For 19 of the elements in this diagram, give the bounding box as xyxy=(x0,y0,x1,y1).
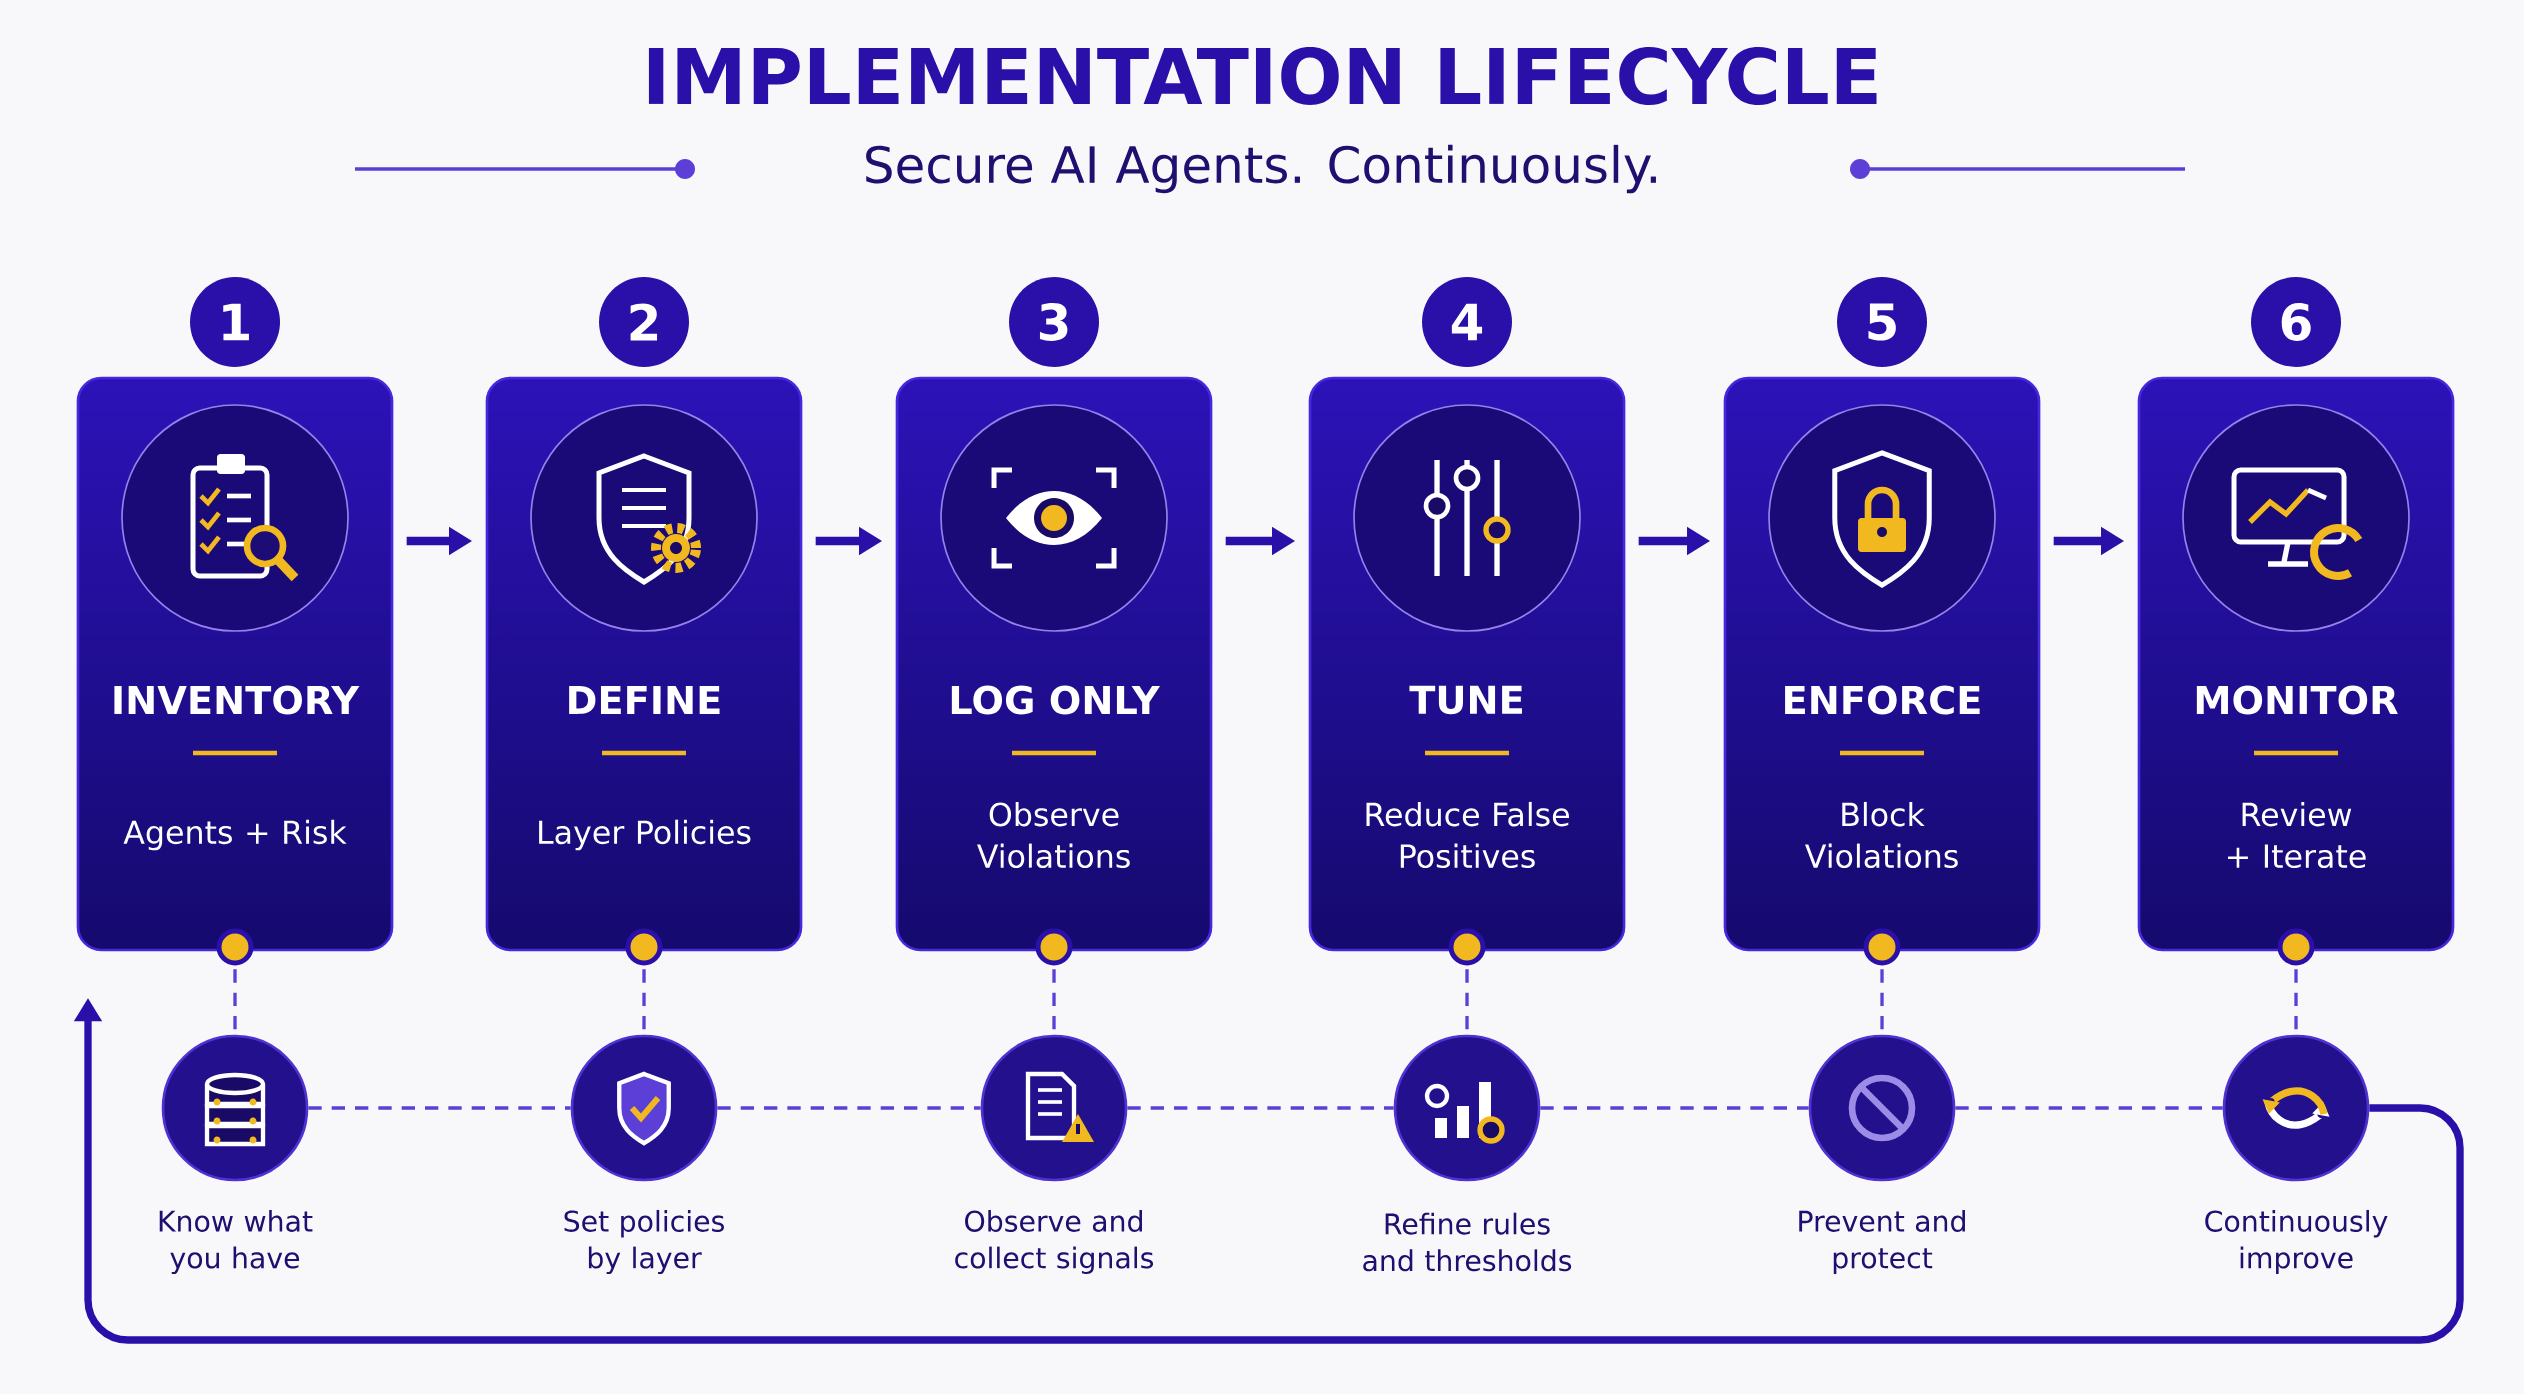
caption-text: Continuously improve xyxy=(2205,1209,2388,1275)
caption-text: Observe and collect signals xyxy=(955,1209,1154,1275)
caption-text: Know what you have xyxy=(159,1209,313,1275)
step-number: 5 xyxy=(1837,277,1927,367)
step-number: 4 xyxy=(1422,277,1512,367)
dashed-connector xyxy=(1955,1106,2223,1110)
step-number: 1 xyxy=(190,277,280,367)
step-number: 6 xyxy=(2251,277,2341,367)
dashed-connector xyxy=(1540,1106,1809,1110)
step-number: 2 xyxy=(599,277,689,367)
dashed-connector xyxy=(1127,1106,1394,1110)
caption-text: Refine rules and thresholds xyxy=(1363,1212,1572,1272)
step-number: 3 xyxy=(1009,277,1099,367)
dashed-connector xyxy=(308,1106,571,1110)
title: IMPLEMENTATION LIFECYCLE xyxy=(648,46,1877,105)
caption-text: Prevent and protect xyxy=(1799,1209,1965,1275)
caption-text: Set policies by layer xyxy=(564,1209,724,1275)
dashed-connector xyxy=(717,1106,981,1110)
subtitle: Secure AI Agents. Continuously. xyxy=(866,144,1656,194)
